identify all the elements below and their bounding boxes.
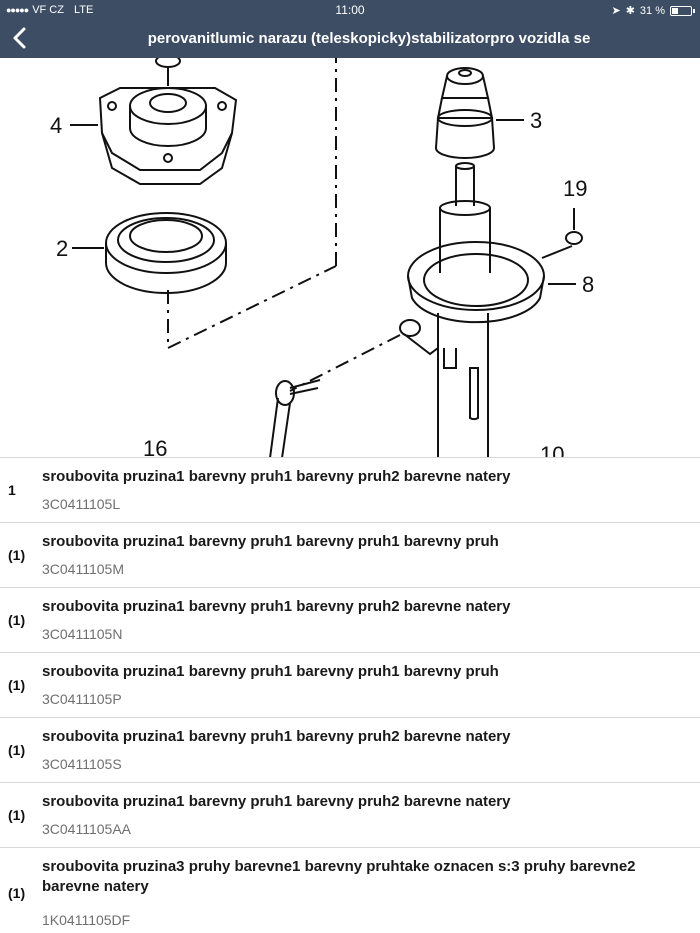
page-title: perovanitlumic narazu (teleskopicky)stab… xyxy=(147,30,591,47)
list-item[interactable]: (1) sroubovita pruzina1 barevny pruh1 ba… xyxy=(0,782,700,847)
clock: 11:00 xyxy=(335,3,365,17)
part-number: 3C0411105P xyxy=(42,691,122,707)
part-number: 3C0411105M xyxy=(42,561,124,577)
navigation-bar: perovanitlumic narazu (teleskopicky)stab… xyxy=(0,20,700,58)
part-description: sroubovita pruzina1 barevny pruh1 barevn… xyxy=(42,598,511,615)
quantity-label: (1) xyxy=(8,547,26,563)
quantity-label: (1) xyxy=(8,742,26,758)
callout-label: 16 xyxy=(143,436,167,458)
battery-percent: 31 % xyxy=(639,4,665,17)
part-number: 3C0411105L xyxy=(42,496,121,512)
quantity-label: (1) xyxy=(8,612,26,628)
part-description: sroubovita pruzina1 barevny pruh1 barevn… xyxy=(42,468,511,485)
callout-label: 8 xyxy=(582,272,594,297)
list-item[interactable]: (1) sroubovita pruzina1 barevny pruh1 ba… xyxy=(0,652,700,717)
list-item[interactable]: (1) sroubovita pruzina1 barevny pruh1 ba… xyxy=(0,522,700,587)
callout-label: 2 xyxy=(56,236,68,261)
battery-level xyxy=(672,7,678,14)
part-number: 3C0411105AA xyxy=(42,821,131,837)
list-item[interactable]: 1 sroubovita pruzina1 barevny pruh1 bare… xyxy=(0,457,700,522)
part-number: 1K0411105DF xyxy=(42,912,131,928)
status-bar: ●●●●● VF CZ LTE 11:00 ➤ ✱ 31 % xyxy=(0,0,700,20)
parts-list: 1 sroubovita pruzina1 barevny pruh1 bare… xyxy=(0,457,700,933)
part-number: 3C0411105N xyxy=(42,626,123,642)
callout-label: 19 xyxy=(563,176,587,201)
callout-label: 3 xyxy=(530,108,542,133)
chevron-left-icon[interactable] xyxy=(6,22,36,54)
quantity-label: (1) xyxy=(8,677,26,693)
callout-label: 10 xyxy=(540,442,564,458)
quantity-label: 1 xyxy=(8,482,16,498)
quantity-label: (1) xyxy=(8,884,26,901)
bluetooth-icon: ✱ xyxy=(625,5,635,17)
part-description: sroubovita pruzina1 barevny pruh1 barevn… xyxy=(42,728,511,745)
location-icon: ➤ xyxy=(611,5,621,17)
top-bar: ●●●●● VF CZ LTE 11:00 ➤ ✱ 31 % perovanit… xyxy=(0,0,700,58)
signal-strength-icon: ●●●●● xyxy=(6,5,29,15)
part-description: sroubovita pruzina1 barevny pruh1 barevn… xyxy=(42,533,499,550)
part-description: sroubovita pruzina3 pruhy barevne1 barev… xyxy=(42,858,636,895)
quantity-label: (1) xyxy=(8,807,26,823)
carrier-label: VF CZ xyxy=(32,4,64,16)
list-item[interactable]: (1) sroubovita pruzina1 barevny pruh1 ba… xyxy=(0,587,700,652)
network-label: LTE xyxy=(73,4,94,16)
callout-label: 4 xyxy=(50,113,62,138)
list-item[interactable]: (1) sroubovita pruzina1 barevny pruh1 ba… xyxy=(0,717,700,782)
parts-diagram[interactable]: 4 2 3 19 8 16 10 xyxy=(0,58,700,458)
battery-icon xyxy=(670,5,695,16)
list-item[interactable]: (1) sroubovita pruzina3 pruhy barevne1 b… xyxy=(0,847,700,933)
part-number: 3C0411105S xyxy=(42,756,122,772)
part-description: sroubovita pruzina1 barevny pruh1 barevn… xyxy=(42,663,499,680)
part-description: sroubovita pruzina1 barevny pruh1 barevn… xyxy=(42,793,511,810)
